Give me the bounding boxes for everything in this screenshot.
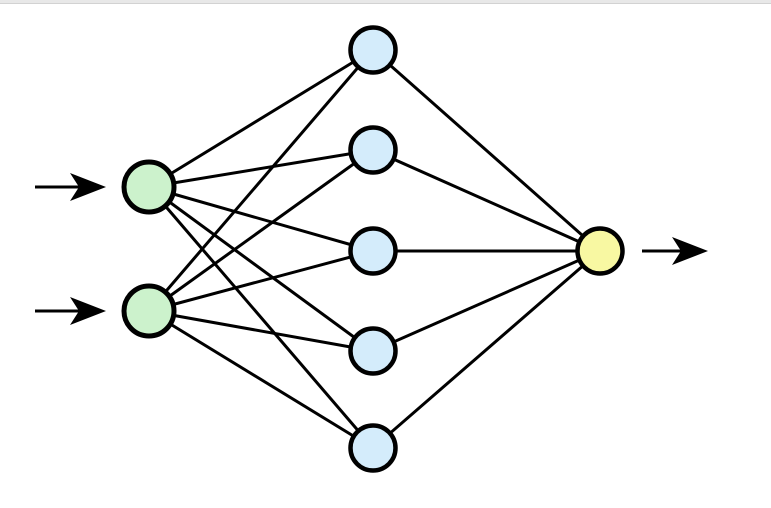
edge-i1-h2 — [148, 148, 374, 189]
edge-i2-h3 — [148, 249, 374, 313]
hidden-node-2 — [348, 125, 398, 175]
hidden-node-3 — [348, 226, 398, 276]
edge-h4-o1 — [372, 249, 601, 353]
edge-i1-h4 — [148, 185, 374, 353]
edge-h2-o1 — [372, 148, 601, 253]
edge-i2-h2 — [148, 148, 374, 313]
edge-i2-h5 — [148, 309, 374, 450]
input-node-1 — [121, 159, 177, 215]
input-arrow-1-head-icon — [70, 173, 106, 201]
hidden-node-1 — [348, 25, 398, 75]
output-arrow-head-icon — [672, 237, 708, 265]
edge-h5-o1 — [372, 249, 601, 450]
edge-i2-h4 — [148, 309, 374, 353]
input-arrow-2-head-icon — [70, 297, 106, 325]
edge-i1-h3 — [148, 185, 374, 253]
edge-i1-h5 — [147, 186, 375, 449]
hidden-node-5 — [348, 423, 398, 473]
input-node-2 — [121, 283, 177, 339]
hidden-node-4 — [348, 326, 398, 376]
output-node-1 — [575, 226, 625, 276]
window-top-edge — [0, 0, 771, 4]
edge-i1-h1 — [148, 48, 374, 189]
edge-h1-o1 — [372, 48, 601, 253]
edge-i2-h1 — [147, 49, 375, 312]
